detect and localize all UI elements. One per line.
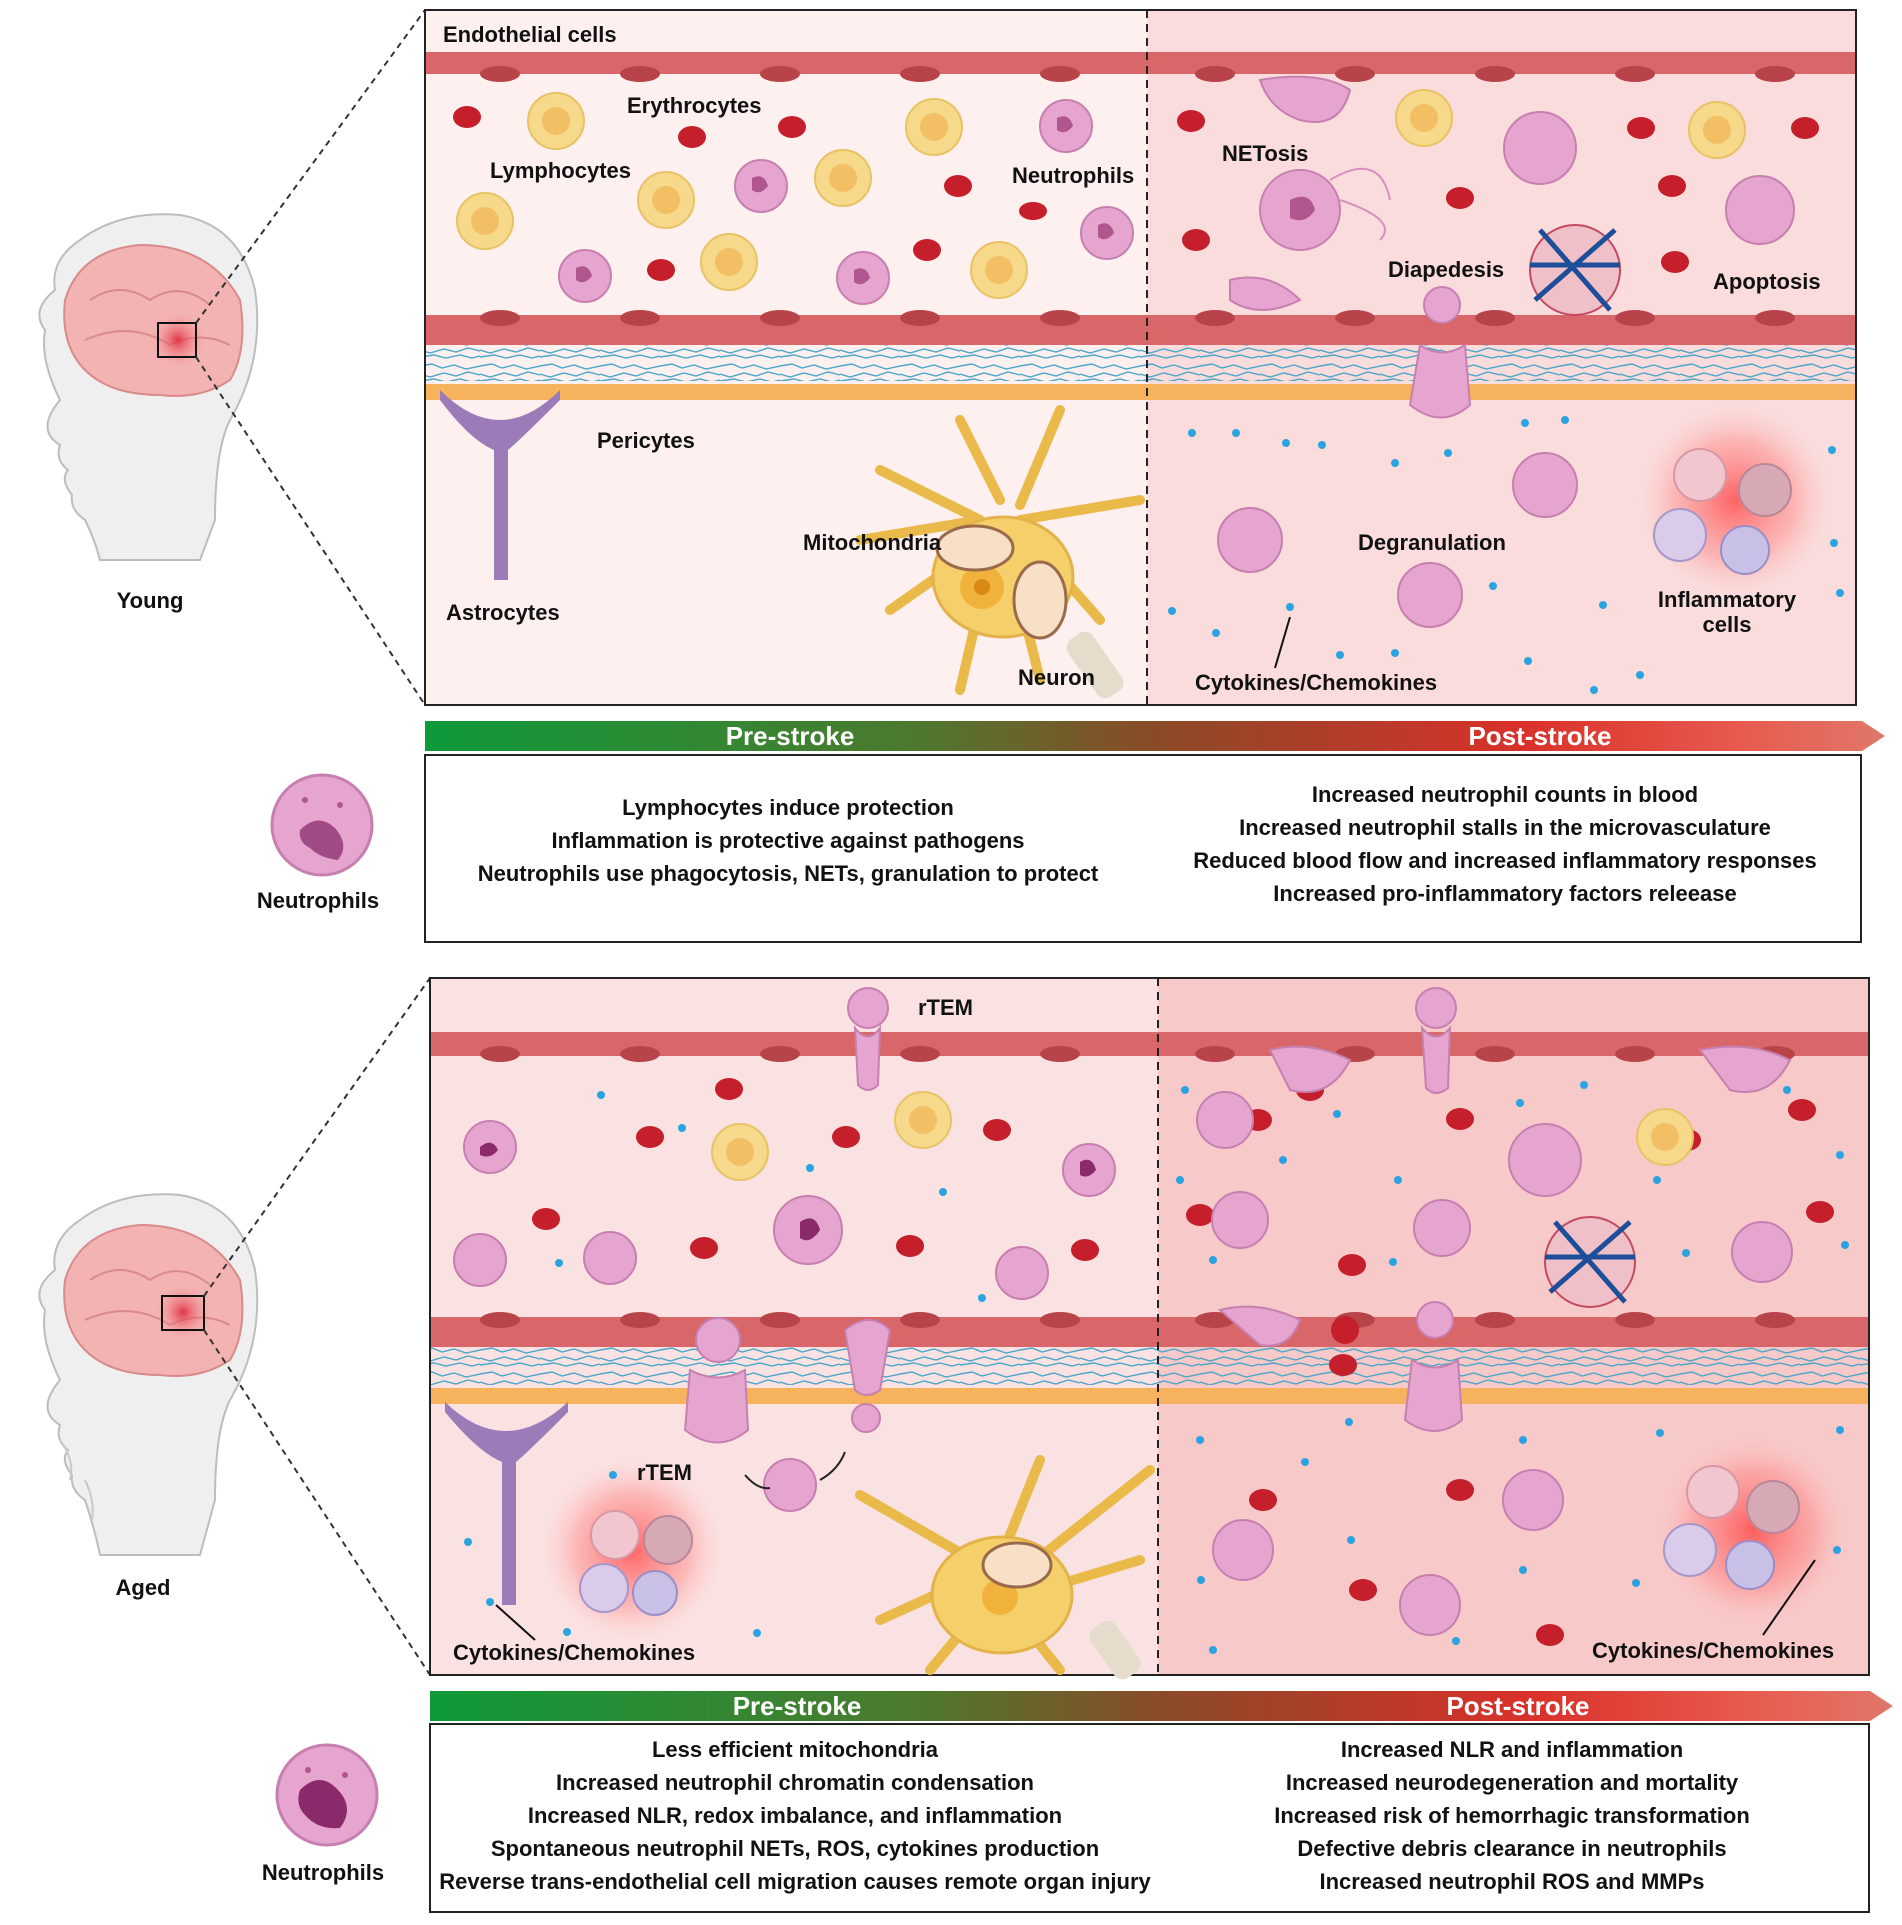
zoom-line-aged-bottom (203, 1329, 431, 1676)
aged-stroke-timeline-bar (430, 1691, 1893, 1721)
label-inflammatory-cells-line1: Inflammatory (1658, 587, 1797, 612)
pointer-line (1274, 616, 1291, 669)
young-bar-pre-label: Pre-stroke (726, 721, 855, 751)
aged-pre-text-3: Increased NLR, redox imbalance, and infl… (528, 1803, 1062, 1828)
label-lymphocytes: Lymphocytes (490, 158, 631, 183)
young-post-cells (1177, 75, 1835, 628)
young-post-text-3: Reduced blood flow and increased inflamm… (1193, 848, 1816, 873)
young-post-text-4: Increased pro-inflammatory factors relee… (1273, 881, 1736, 906)
young-neutrophil-label: Neutrophils (257, 888, 379, 913)
aged-pre-text-2: Increased neutrophil chromatin condensat… (556, 1770, 1034, 1795)
label-cytokines-aged-left: Cytokines/Chemokines (453, 1640, 695, 1665)
aged-pre-text-5: Reverse trans-endothelial cell migration… (439, 1869, 1151, 1894)
label-astrocytes: Astrocytes (446, 600, 560, 625)
aged-inflammatory-cluster-pre (537, 1455, 727, 1645)
aged-pre-text-1: Less efficient mitochondria (652, 1737, 939, 1762)
young-stroke-timeline-bar (425, 721, 1885, 751)
zoom-line-aged-top (203, 977, 431, 1297)
aged-neutrophil-icon (275, 1743, 379, 1847)
aged-neuron (855, 1455, 1155, 1680)
label-rtem-bottom: rTEM (637, 1460, 692, 1485)
label-neuron: Neuron (1018, 665, 1095, 690)
aged-head-label: Aged (116, 1575, 171, 1600)
young-summary-box (424, 754, 1862, 943)
young-head-label: Young (117, 588, 184, 613)
aged-post-cells (1186, 987, 1853, 1646)
young-post-text-1: Increased neutrophil counts in blood (1312, 782, 1698, 807)
young-astrocyte (440, 390, 560, 580)
aged-post-text-1: Increased NLR and inflammation (1341, 1737, 1683, 1762)
label-diapedesis: Diapedesis (1388, 257, 1504, 282)
label-neutrophils: Neutrophils (1012, 163, 1134, 188)
aged-pre-text-4: Spontaneous neutrophil NETs, ROS, cytoki… (491, 1836, 1099, 1861)
young-neutrophil-icon (270, 773, 374, 877)
label-pericytes: Pericytes (597, 428, 695, 453)
label-rtem-top: rTEM (918, 995, 973, 1020)
label-mitochondria: Mitochondria (803, 530, 942, 555)
aged-post-text-5: Increased neutrophil ROS and MMPs (1319, 1869, 1704, 1894)
aged-bar-pre-label: Pre-stroke (733, 1691, 862, 1721)
label-erythrocytes: Erythrocytes (627, 93, 762, 118)
zoom-line-young-top (195, 9, 426, 324)
label-netosis: NETosis (1222, 141, 1308, 166)
aged-cytokines (464, 1081, 1849, 1654)
zoom-line-young-bottom (195, 356, 426, 706)
label-apoptosis: Apoptosis (1713, 269, 1821, 294)
young-head-illustration (38, 213, 259, 561)
young-pre-text-1: Lymphocytes induce protection (622, 795, 954, 820)
pointer-line-right (1762, 1559, 1816, 1636)
young-neuron (855, 405, 1145, 699)
aged-post-text-4: Defective debris clearance in neutrophil… (1297, 1836, 1726, 1861)
aged-post-text-3: Increased risk of hemorrhagic transforma… (1274, 1803, 1750, 1828)
aged-head-illustration (38, 1193, 259, 1556)
label-endothelial-cells: Endothelial cells (443, 22, 617, 47)
young-bar-post-label: Post-stroke (1468, 721, 1611, 751)
label-cytokines-aged-right: Cytokines/Chemokines (1592, 1638, 1834, 1663)
aged-migrating-neutrophils (683, 1317, 892, 1512)
young-pre-text-3: Neutrophils use phagocytosis, NETs, gran… (478, 861, 1099, 886)
young-pre-blood-cells (453, 92, 1134, 305)
young-endothelium (480, 66, 1795, 326)
label-degranulation: Degranulation (1358, 530, 1506, 555)
young-post-text-2: Increased neutrophil stalls in the micro… (1239, 815, 1771, 840)
aged-post-text-2: Increased neurodegeneration and mortalit… (1286, 1770, 1739, 1795)
aged-endothelium (480, 1046, 1795, 1328)
pointer-line-left (495, 1604, 536, 1641)
aged-astrocyte (445, 1402, 568, 1605)
aged-neutrophil-label: Neutrophils (262, 1860, 384, 1885)
aged-bar-post-label: Post-stroke (1446, 1691, 1589, 1721)
aged-summary-box (429, 1723, 1870, 1913)
label-inflammatory-cells-line2: cells (1703, 612, 1752, 637)
label-cytokines-young: Cytokines/Chemokines (1195, 670, 1437, 695)
young-pre-text-2: Inflammation is protective against patho… (551, 828, 1024, 853)
aged-pre-blood-cells (453, 987, 1116, 1300)
young-cytokines (1168, 416, 1844, 694)
